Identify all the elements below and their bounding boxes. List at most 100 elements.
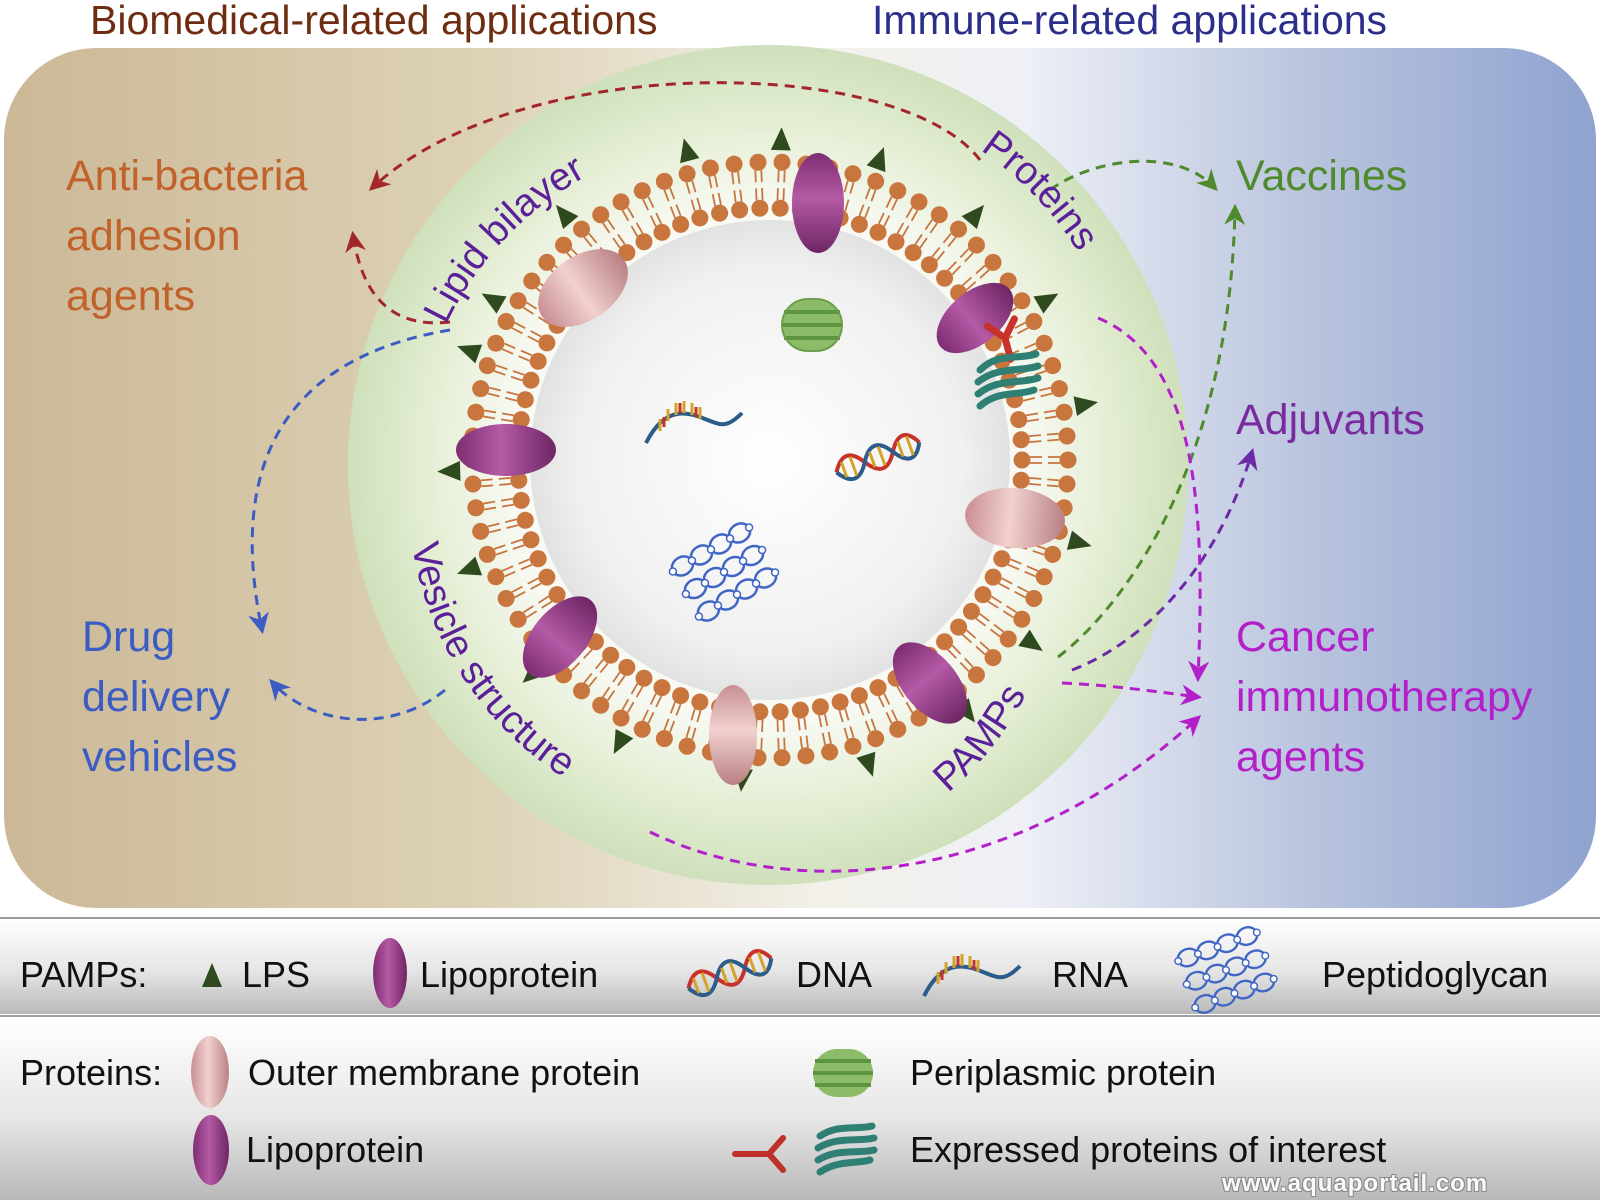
- lipid-tail: [493, 538, 525, 556]
- lipid-head: [950, 618, 968, 636]
- lipid-head: [510, 471, 528, 489]
- lipid-head: [1035, 568, 1053, 586]
- arrow-lipid-to-drug-delivery: [248, 328, 451, 635]
- lipid-head: [464, 475, 482, 493]
- lipid-head: [592, 696, 610, 714]
- lipid-head: [821, 743, 839, 761]
- lps-triangle-icon: [1066, 530, 1092, 550]
- legend-pamps-title: PAMPs:: [20, 954, 148, 995]
- lipid-head: [538, 334, 556, 352]
- lipid-head: [725, 155, 743, 173]
- legend-rna: RNA: [1052, 954, 1129, 995]
- mesh-node: [1261, 951, 1270, 960]
- header-immune: Immune-related applications: [872, 0, 1388, 43]
- legend-lipoprotein-2: Lipoprotein: [246, 1129, 425, 1170]
- lipid-head: [844, 165, 862, 183]
- lipid-head: [967, 236, 985, 254]
- label-drug-delivery-vehicles: Drug delivery vehicles: [82, 607, 237, 787]
- mesh-node: [732, 590, 742, 599]
- legend-peptidoglycan: Peptidoglycan: [1322, 954, 1549, 995]
- lipid-tail: [877, 693, 898, 724]
- lipid-head: [633, 720, 651, 738]
- lipid-tail: [987, 595, 1018, 619]
- lipid-head: [522, 531, 540, 549]
- mesh-node: [1269, 974, 1278, 983]
- lipid-head: [612, 193, 630, 211]
- lipid-head: [844, 737, 862, 755]
- lipid-head: [487, 568, 505, 586]
- arrow-proteins-to-cancer: [1097, 316, 1210, 683]
- mesh-node: [1193, 949, 1202, 958]
- lipid-head: [850, 215, 868, 233]
- lipid-tail: [501, 342, 533, 362]
- lipid-head: [1010, 411, 1028, 429]
- lipid-head: [672, 687, 690, 705]
- lipid-head: [555, 236, 573, 254]
- lipid-head: [678, 737, 696, 755]
- label-line: vehicles: [82, 733, 238, 781]
- lipid-head: [509, 292, 527, 310]
- expressed-protein-coil-icon: [814, 1122, 878, 1176]
- lps-triangle-icon: [680, 138, 700, 164]
- mesh-node: [751, 579, 761, 588]
- lipid-tail: [1028, 432, 1060, 443]
- legend-outer-membrane-protein: Outer membrane protein: [248, 1052, 641, 1093]
- lipid-tail: [776, 170, 786, 201]
- arrow-vesicle-to-cancer: [649, 715, 1202, 873]
- lipid-tail: [483, 409, 514, 423]
- lipid-head: [984, 253, 1002, 271]
- arrows: [248, 81, 1258, 873]
- label-line: Cancer: [1236, 613, 1375, 661]
- periplasmic-protein-icon: [781, 298, 843, 352]
- mesh-node: [770, 568, 780, 577]
- lipid-tail: [663, 187, 682, 219]
- legend-band-proteins: [0, 1018, 1600, 1200]
- lps-triangle-icon: [1073, 396, 1098, 417]
- lipid-tail: [975, 613, 1005, 638]
- lipid-head: [867, 172, 885, 190]
- lipid-tail: [480, 477, 512, 488]
- lipid-head: [1050, 380, 1068, 398]
- mesh-node: [757, 545, 767, 555]
- lipid-head: [711, 204, 729, 222]
- mesh-node: [1182, 980, 1191, 989]
- lipid-tail: [583, 658, 609, 688]
- rna-strand-icon: [644, 401, 744, 444]
- lipid-head: [771, 703, 789, 721]
- lipid-head: [967, 666, 985, 684]
- lipid-head: [573, 682, 591, 700]
- lipid-head: [887, 233, 905, 251]
- legend-periplasmic-protein: Periplasmic protein: [910, 1052, 1217, 1093]
- lipid-head: [949, 220, 967, 238]
- lipoprotein-ellipse-icon: [892, 642, 968, 724]
- lipid-tail: [962, 264, 990, 291]
- lipid-head: [1044, 545, 1062, 563]
- lipid-head: [984, 568, 1002, 586]
- antibody-y-icon: [732, 1135, 786, 1173]
- lipid-head: [548, 586, 566, 604]
- mesh-node: [1250, 982, 1259, 991]
- lipid-tail: [522, 595, 553, 619]
- legend-dna: DNA: [796, 954, 873, 995]
- lps-triangle-icon: [555, 204, 579, 229]
- lipid-head: [635, 233, 653, 251]
- lipid-tail: [947, 248, 974, 276]
- arrow-proteins-to-vaccines: [1049, 159, 1218, 192]
- lipid-head: [655, 172, 673, 190]
- lipid-head: [512, 411, 530, 429]
- lipid-head: [1012, 471, 1030, 489]
- label-line: adhesion: [66, 212, 241, 260]
- lps-triangle-icon: [856, 751, 876, 777]
- lipid-head: [936, 633, 954, 651]
- lipid-head: [672, 215, 690, 233]
- lipid-head: [731, 201, 749, 219]
- lipid-head: [889, 182, 907, 200]
- lipid-tail: [858, 701, 877, 733]
- lipid-head: [850, 687, 868, 705]
- lipid-head: [999, 630, 1017, 648]
- mesh-node: [694, 612, 704, 621]
- header-biomedical: Biomedical-related applications: [90, 0, 658, 43]
- mesh-node: [1174, 957, 1183, 966]
- legend-band-pamps: [0, 918, 1600, 1014]
